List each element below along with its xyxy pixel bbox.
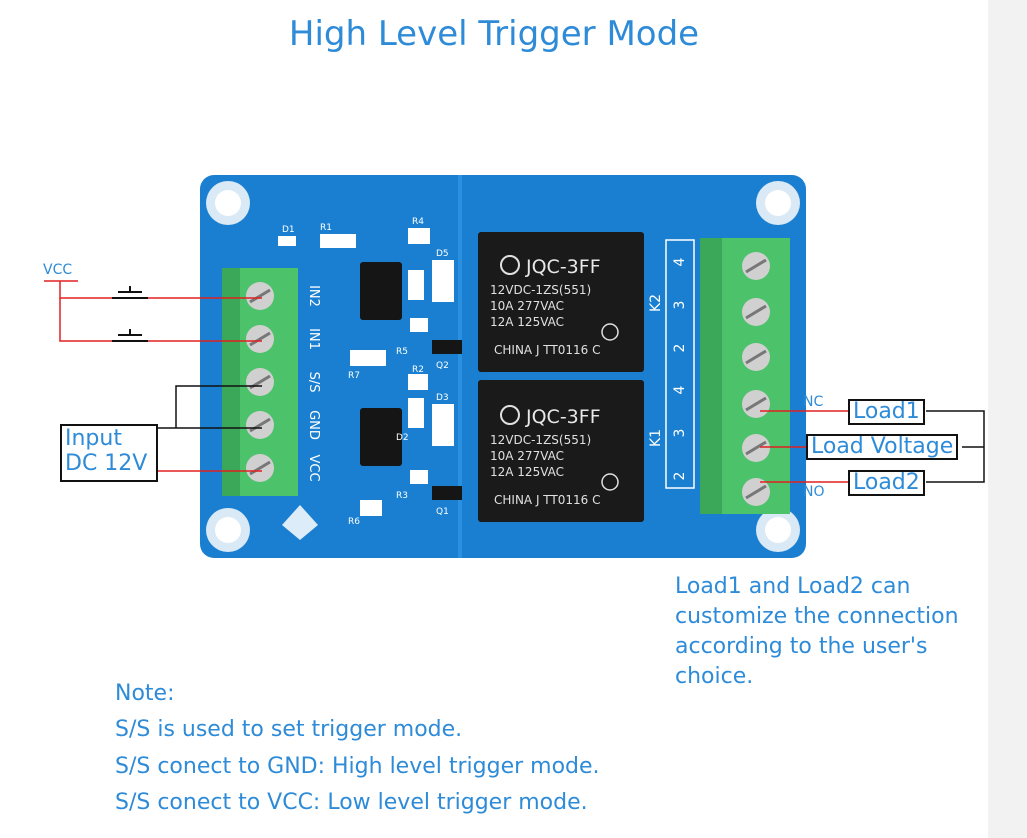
relay-spec: 12VDC-1ZS(551) xyxy=(490,433,591,447)
description-line: choice. xyxy=(675,664,754,689)
component-label: R4 xyxy=(412,217,424,227)
relay-brand-icon xyxy=(500,405,520,425)
description-line: Load1 and Load2 can xyxy=(675,574,911,599)
component-label: Q2 xyxy=(436,361,449,371)
pin-number: 4 xyxy=(672,257,688,266)
gnd-wiring xyxy=(152,385,262,429)
smd-component xyxy=(410,470,428,484)
mounting-hole xyxy=(756,508,800,552)
mounting-hole xyxy=(206,508,250,552)
smd-component xyxy=(360,500,382,516)
note-line: S/S conect to VCC: Low level trigger mod… xyxy=(115,790,588,815)
terminal-label-ss: S/S xyxy=(306,372,321,393)
component-label: R1 xyxy=(320,223,332,233)
board-logo-icon xyxy=(282,505,318,540)
component-label: R6 xyxy=(348,517,360,527)
terminal-label-in2: IN2 xyxy=(306,285,321,307)
smd-component xyxy=(432,260,454,302)
terminal-label-in1: IN1 xyxy=(306,328,321,350)
component-label: Q1 xyxy=(436,507,449,517)
relay-spec: CHINA J TT0116 C xyxy=(494,493,600,507)
terminal-label-vcc: VCC xyxy=(306,454,321,481)
smd-component xyxy=(432,404,454,446)
output-terminal-block xyxy=(700,238,790,514)
load1-label: Load1 xyxy=(848,399,925,425)
smd-component xyxy=(320,234,356,248)
load2-label: Load2 xyxy=(848,470,925,496)
terminal-label-gnd: GND xyxy=(306,410,321,440)
cqc-mark-icon xyxy=(601,323,619,341)
load-wiring xyxy=(760,410,985,483)
pin-number: 4 xyxy=(672,385,688,394)
description-line: according to the user's xyxy=(675,634,928,659)
transistor-q1 xyxy=(432,486,462,500)
pin-number: 3 xyxy=(672,429,688,438)
relay-k1: JQC-3FF 12VDC-1ZS(551) 10A 277VAC 12A 12… xyxy=(478,380,644,522)
smd-component xyxy=(408,270,424,300)
relay-spec: 12A 125VAC xyxy=(490,315,564,329)
cqc-mark-icon xyxy=(601,473,619,491)
sidebar-panel xyxy=(988,0,1027,838)
pin-number: 3 xyxy=(672,301,688,310)
relay-spec: 12VDC-1ZS(551) xyxy=(490,283,591,297)
nc-label: NC xyxy=(803,394,824,410)
switch-in1 xyxy=(112,329,148,342)
smd-component xyxy=(408,374,428,390)
input-terminal-block xyxy=(222,268,298,496)
relay-tag-k2: K2 xyxy=(648,294,664,312)
component-label: R2 xyxy=(412,365,424,375)
mounting-hole xyxy=(756,181,800,225)
note-heading: Note: xyxy=(115,681,175,706)
load-voltage-label: Load Voltage xyxy=(806,434,959,460)
no-label: NO xyxy=(803,484,825,500)
component-label: R3 xyxy=(396,491,408,501)
relay-model: JQC-3FF xyxy=(525,256,601,278)
smd-component xyxy=(350,350,386,366)
page-title: High Level Trigger Mode xyxy=(288,14,700,54)
input-voltage-label: DC 12V xyxy=(65,451,148,476)
optocoupler xyxy=(360,262,402,320)
smd-component xyxy=(278,236,296,246)
component-label: D5 xyxy=(436,249,449,259)
description-line: customize the connection xyxy=(675,604,959,629)
smd-component xyxy=(410,318,428,332)
mounting-hole xyxy=(206,181,250,225)
relay-model: JQC-3FF xyxy=(525,406,601,428)
relay-spec: CHINA J TT0116 C xyxy=(494,343,600,357)
note-line: S/S conect to GND: High level trigger mo… xyxy=(115,754,600,779)
relay-k2: JQC-3FF 12VDC-1ZS(551) 10A 277VAC 12A 12… xyxy=(478,232,644,372)
transistor-q2 xyxy=(432,340,462,354)
note-line: S/S is used to set trigger mode. xyxy=(115,717,463,742)
component-label: R7 xyxy=(348,371,360,381)
relay-spec: 12A 125VAC xyxy=(490,465,564,479)
vcc-label: VCC xyxy=(43,262,73,278)
relay-brand-icon xyxy=(500,255,520,275)
smd-component xyxy=(408,228,430,244)
component-label: R5 xyxy=(396,347,408,357)
smd-component xyxy=(408,398,424,428)
pin-number: 2 xyxy=(672,344,688,353)
component-label: D3 xyxy=(436,393,449,403)
relay-spec: 10A 277VAC xyxy=(490,299,564,313)
component-label: D1 xyxy=(282,225,295,235)
switch-in2 xyxy=(112,286,148,299)
component-label: D2 xyxy=(396,433,409,443)
input-box: Input DC 12V xyxy=(60,424,158,482)
pin-number: 2 xyxy=(672,472,688,481)
relay-tag-k1: K1 xyxy=(648,429,664,447)
input-label: Input xyxy=(65,426,122,451)
vcc-wiring xyxy=(44,280,262,472)
relay-spec: 10A 277VAC xyxy=(490,449,564,463)
optocoupler xyxy=(360,408,402,466)
